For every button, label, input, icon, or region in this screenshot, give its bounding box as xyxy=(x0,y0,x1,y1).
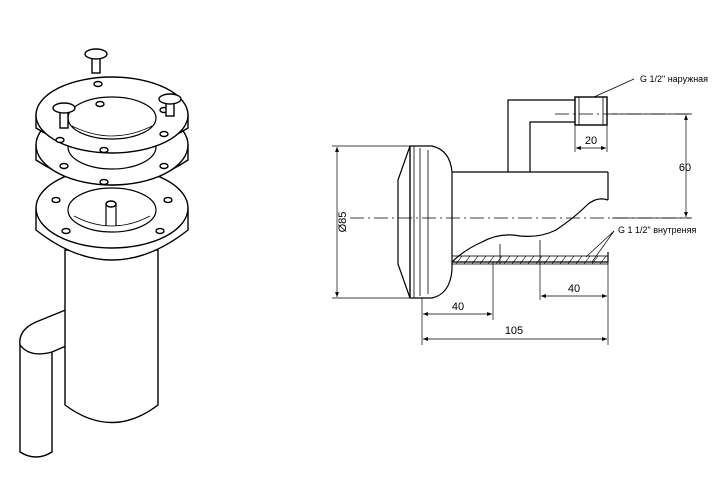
dim-offset: 60 xyxy=(679,162,691,174)
riser-pipe xyxy=(507,96,608,172)
body-cylinder xyxy=(64,249,159,424)
lower-flange xyxy=(35,167,189,261)
callout-inner-thread: G 1 1/2" внутреняя xyxy=(618,225,696,235)
top-clamp-ring xyxy=(35,76,189,154)
bolt-top xyxy=(84,48,108,74)
flange-profile xyxy=(397,145,453,299)
bolt-left xyxy=(52,102,76,129)
dim-diameter: Ø85 xyxy=(337,212,349,233)
thread-hatch xyxy=(455,255,607,265)
dim-pipe-length: 40 xyxy=(568,283,580,295)
dim-flange-width: 40 xyxy=(452,301,464,313)
bolt-right xyxy=(158,93,182,117)
callouts: G 1/2" наружная G 1 1/2" внутреняя xyxy=(585,74,708,263)
dim-thread-length: 20 xyxy=(585,135,597,147)
dimensions: Ø85 40 105 40 20 60 xyxy=(332,113,692,345)
callout-outer-thread: G 1/2" наружная xyxy=(640,74,708,84)
section-view xyxy=(350,96,690,299)
dim-total-length: 105 xyxy=(505,325,523,337)
isometric-view xyxy=(19,48,189,458)
